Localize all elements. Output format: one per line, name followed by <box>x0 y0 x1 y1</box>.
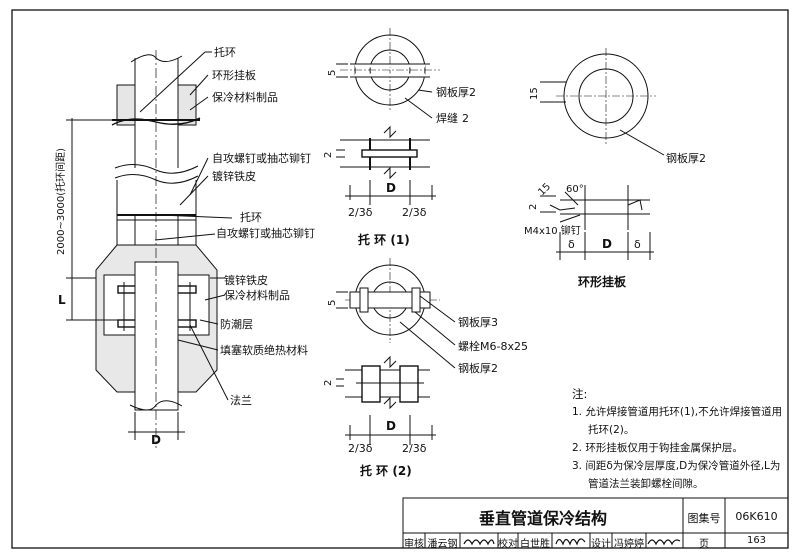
ring1-edge-left: 2/3δ <box>348 206 373 219</box>
ring1-title: 托 环 (1) <box>358 232 410 247</box>
ring2-dim5: 5 <box>327 300 338 306</box>
ring1-weld-size: 2 <box>462 112 469 125</box>
review-label: 审核 <box>404 539 424 550</box>
reviewer-name: 潘云钢 <box>427 539 458 550</box>
atlas-label: 图集号 <box>687 512 721 525</box>
hanger-diagram <box>540 48 665 260</box>
hanger-delta-left: δ <box>568 238 575 251</box>
label-insulation-2: 保冷材料制品 <box>224 288 290 302</box>
ring2-edge-left: 2/3δ <box>348 442 373 455</box>
check-label: 校对 <box>498 539 518 550</box>
ring2-plate3: 钢板厚3 <box>458 315 498 329</box>
hanger-plate: 钢板厚2 <box>666 151 706 165</box>
hanger-dim2: 2 <box>528 204 539 210</box>
ring2-edge-right: 2/3δ <box>402 442 427 455</box>
label-screw-2: 自攻螺钉或抽芯铆钉 <box>216 226 315 240</box>
page-label: 页 <box>699 539 709 550</box>
ring2-plate2: 钢板厚2 <box>458 361 498 375</box>
label-D-left: D <box>151 433 161 447</box>
note-3: 3. 间距δ为保冷层厚度,D为保冷管道外径,L为 <box>572 460 781 472</box>
ring-1-diagram <box>336 28 440 205</box>
ring-2-diagram <box>336 258 456 445</box>
label-filler: 填塞软质绝热材料 <box>220 343 308 357</box>
ring2-dim2: 2 <box>323 380 334 386</box>
page-number: 163 <box>746 535 767 546</box>
ring2-D: D <box>386 419 396 433</box>
label-spacing: 2000~3000(托环间距) <box>54 148 67 255</box>
ring1-weld: 焊缝 <box>436 111 458 125</box>
ring1-D: D <box>386 181 396 195</box>
sheet-frame <box>11 9 789 549</box>
ring2-bolt: 螺栓M6-8x25 <box>458 339 528 353</box>
hanger-rivet: M4x10 铆钉 <box>524 224 581 237</box>
ring2-title: 托 环 (2) <box>360 463 412 478</box>
label-tuohuan-2: 托环 <box>240 210 262 224</box>
ring1-edge-right: 2/3δ <box>402 206 427 219</box>
drawing-title: 垂直管道保冷结构 <box>478 509 607 528</box>
atlas-number: 06K610 <box>735 510 778 523</box>
hanger-D: D <box>602 237 612 251</box>
design-label: 设计 <box>591 539 611 550</box>
label-tuohuan: 托环 <box>214 45 236 59</box>
note-1: 1. 允许焊接管道用托环(1),不允许焊接管道用 <box>572 406 783 418</box>
ring1-plate: 钢板厚2 <box>436 85 476 99</box>
ring1-dim5: 5 <box>327 70 338 76</box>
note-1b: 托环(2)。 <box>588 424 635 436</box>
designer-name: 冯婷婷 <box>614 539 644 550</box>
notes-block: 注: 1. 允许焊接管道用托环(1),不允许焊接管道用 托环(2)。 2. 环形… <box>572 385 788 493</box>
label-L: L <box>58 293 66 307</box>
label-galvanized-2: 镀锌铁皮 <box>224 273 268 287</box>
label-moisture: 防潮层 <box>220 317 253 331</box>
label-insulation: 保冷材料制品 <box>212 90 278 104</box>
label-galvanized-1: 镀锌铁皮 <box>212 169 256 183</box>
title-block-frame <box>402 497 789 549</box>
label-screw-1: 自攻螺钉或抽芯铆钉 <box>212 151 311 165</box>
ring1-dim2: 2 <box>323 152 334 158</box>
hanger-angle: 60° <box>566 184 584 195</box>
note-2: 2. 环形挂板仅用于钩挂金属保护层。 <box>572 442 743 454</box>
hanger-delta-right: δ <box>634 238 641 251</box>
hanger-dim15: 15 <box>529 87 540 100</box>
label-hanger: 环形挂板 <box>212 68 256 82</box>
label-flange: 法兰 <box>230 393 252 407</box>
notes-head: 注: <box>572 387 588 401</box>
hanger-title: 环形挂板 <box>578 274 627 289</box>
checker-name: 白世胜 <box>520 539 550 550</box>
note-3b: 管道法兰装卸螺栓间隙。 <box>588 478 704 490</box>
pipe-assembly <box>66 50 233 448</box>
